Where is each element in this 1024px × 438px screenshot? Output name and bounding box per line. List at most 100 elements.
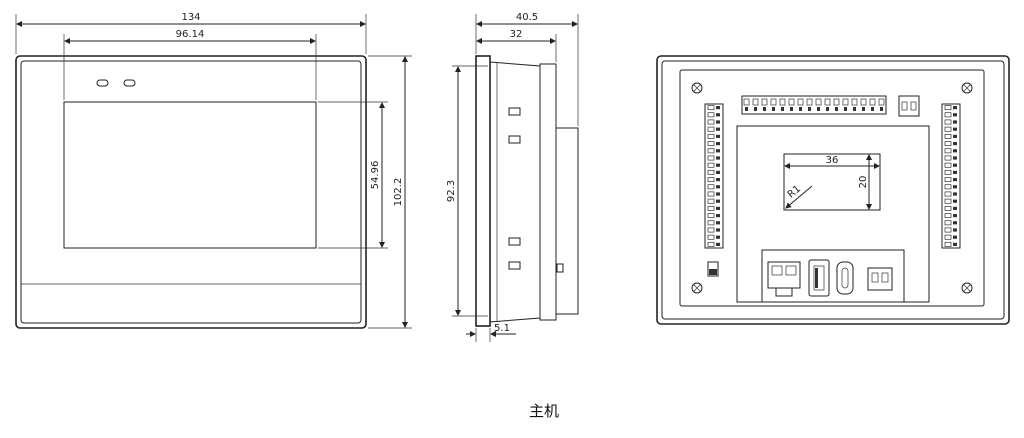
terminal-pin — [707, 119, 715, 125]
terminal-pin — [707, 184, 715, 190]
rear-outer-frame — [656, 55, 1010, 325]
terminal-pin — [707, 112, 715, 118]
terminal-pin-screw — [799, 107, 802, 111]
rear-housing — [679, 69, 985, 307]
rear-2pin-connector-top — [898, 95, 920, 117]
terminal-pin — [944, 234, 952, 240]
terminal-pin-screw — [953, 221, 957, 225]
terminal-pin-screw — [953, 199, 957, 203]
terminal-pin — [707, 227, 715, 233]
front-screen-width-dim: 96.14 — [176, 29, 205, 40]
side-body — [489, 61, 541, 323]
terminal-pin — [707, 162, 715, 168]
terminal-pin — [788, 98, 795, 106]
front-inner-frame — [20, 60, 362, 324]
terminal-pin-screw — [716, 192, 720, 196]
terminal-pin-screw — [716, 120, 720, 124]
front-screen — [63, 101, 317, 249]
terminal-pin-screw — [716, 214, 720, 218]
side-depth-dim: 40.5 — [516, 12, 538, 23]
terminal-pin — [752, 98, 759, 106]
rear-power-terminal — [767, 261, 801, 297]
rear-cutout-height-dim: 20 — [858, 176, 869, 189]
terminal-pin — [707, 169, 715, 175]
terminal-pin-screw — [716, 106, 720, 110]
front-outer-frame — [15, 55, 367, 329]
rear-view: 36 20 R1 — [656, 55, 1010, 325]
terminal-pin-screw — [716, 242, 720, 246]
terminal-pin — [806, 98, 813, 106]
terminal-pin-screw — [754, 107, 757, 111]
terminal-pin — [944, 241, 952, 247]
terminal-pin — [944, 141, 952, 147]
terminal-pin — [833, 98, 840, 106]
terminal-pin — [842, 98, 849, 106]
terminal-pin — [944, 213, 952, 219]
terminal-pin — [707, 205, 715, 211]
terminal-pin-screw — [953, 242, 957, 246]
terminal-pin-screw — [716, 170, 720, 174]
terminal-pin-screw — [763, 107, 766, 111]
terminal-pin-screw — [716, 178, 720, 182]
terminal-pin — [944, 177, 952, 183]
terminal-pin — [944, 162, 952, 168]
terminal-pin — [707, 148, 715, 154]
terminal-pin-screw — [716, 113, 720, 117]
rear-terminal-block-right — [941, 103, 961, 249]
terminal-pin — [707, 220, 715, 226]
terminal-pin-screw — [716, 228, 720, 232]
terminal-pin — [944, 191, 952, 197]
side-rear-module — [555, 127, 579, 315]
terminal-pin — [869, 98, 876, 106]
front-indicator-led-1 — [96, 79, 109, 87]
terminal-pin-screw — [880, 107, 883, 111]
terminal-pin-screw — [716, 185, 720, 189]
terminal-pin-screw — [953, 228, 957, 232]
terminal-pin-screw — [826, 107, 829, 111]
terminal-pin — [707, 141, 715, 147]
terminal-pin — [707, 191, 715, 197]
terminal-pin-screw — [716, 235, 720, 239]
side-rear-housing — [539, 63, 557, 321]
rear-label-cutout — [783, 153, 881, 211]
terminal-pin-screw — [716, 142, 720, 146]
screw-icon — [691, 82, 703, 94]
terminal-pin-screw — [745, 107, 748, 111]
terminal-pin-screw — [953, 178, 957, 182]
rear-radius-leader — [785, 185, 813, 209]
side-clip-3 — [508, 237, 521, 246]
rear-screws — [691, 82, 973, 294]
rear-2pin-connector-bottom — [867, 267, 893, 291]
rear-usb-c-port — [836, 261, 854, 295]
rear-radius-dim: R1 — [786, 184, 803, 201]
terminal-pin — [779, 98, 786, 106]
terminal-pin-screw — [716, 156, 720, 160]
side-bezel — [475, 55, 491, 327]
terminal-pin-screw — [790, 107, 793, 111]
rear-cutout-width-dim: 36 — [826, 155, 839, 166]
terminal-pin — [707, 241, 715, 247]
terminal-pin — [944, 184, 952, 190]
terminal-pin — [944, 169, 952, 175]
terminal-pin-screw — [871, 107, 874, 111]
terminal-pin — [707, 234, 715, 240]
terminal-pin-screw — [716, 134, 720, 138]
side-clip-4 — [508, 261, 521, 270]
terminal-pin-screw — [953, 185, 957, 189]
terminal-pin-screw — [953, 113, 957, 117]
terminal-pin — [851, 98, 858, 106]
front-indicator-led-2 — [123, 79, 136, 87]
terminal-pin — [944, 205, 952, 211]
terminal-pin-screw — [953, 206, 957, 210]
side-clip-1 — [508, 107, 521, 116]
terminal-pin — [707, 133, 715, 139]
drawing-caption: 主机 — [529, 402, 559, 420]
side-bezel-dim: 5.1 — [494, 323, 510, 334]
terminal-pin — [761, 98, 768, 106]
terminal-pin-screw — [953, 214, 957, 218]
terminal-pin-screw — [716, 199, 720, 203]
terminal-pin-screw — [853, 107, 856, 111]
terminal-pin — [815, 98, 822, 106]
